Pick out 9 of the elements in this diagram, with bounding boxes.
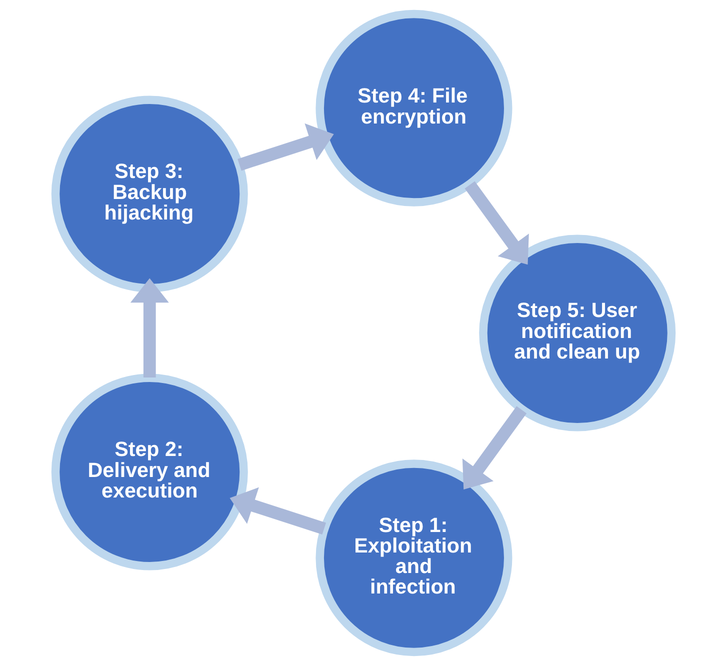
arrow — [130, 278, 168, 378]
arrow — [237, 123, 334, 171]
arrow — [462, 406, 526, 490]
arrow — [464, 181, 528, 265]
node-circle: Step 4: File encryption — [315, 10, 512, 206]
node-circle: Step 1: Exploitation and infection — [315, 460, 512, 656]
node-circle: Step 2: Delivery and execution — [50, 374, 248, 570]
node-circle: Step 3: Backup hijacking — [50, 96, 248, 292]
arrow — [229, 487, 326, 535]
